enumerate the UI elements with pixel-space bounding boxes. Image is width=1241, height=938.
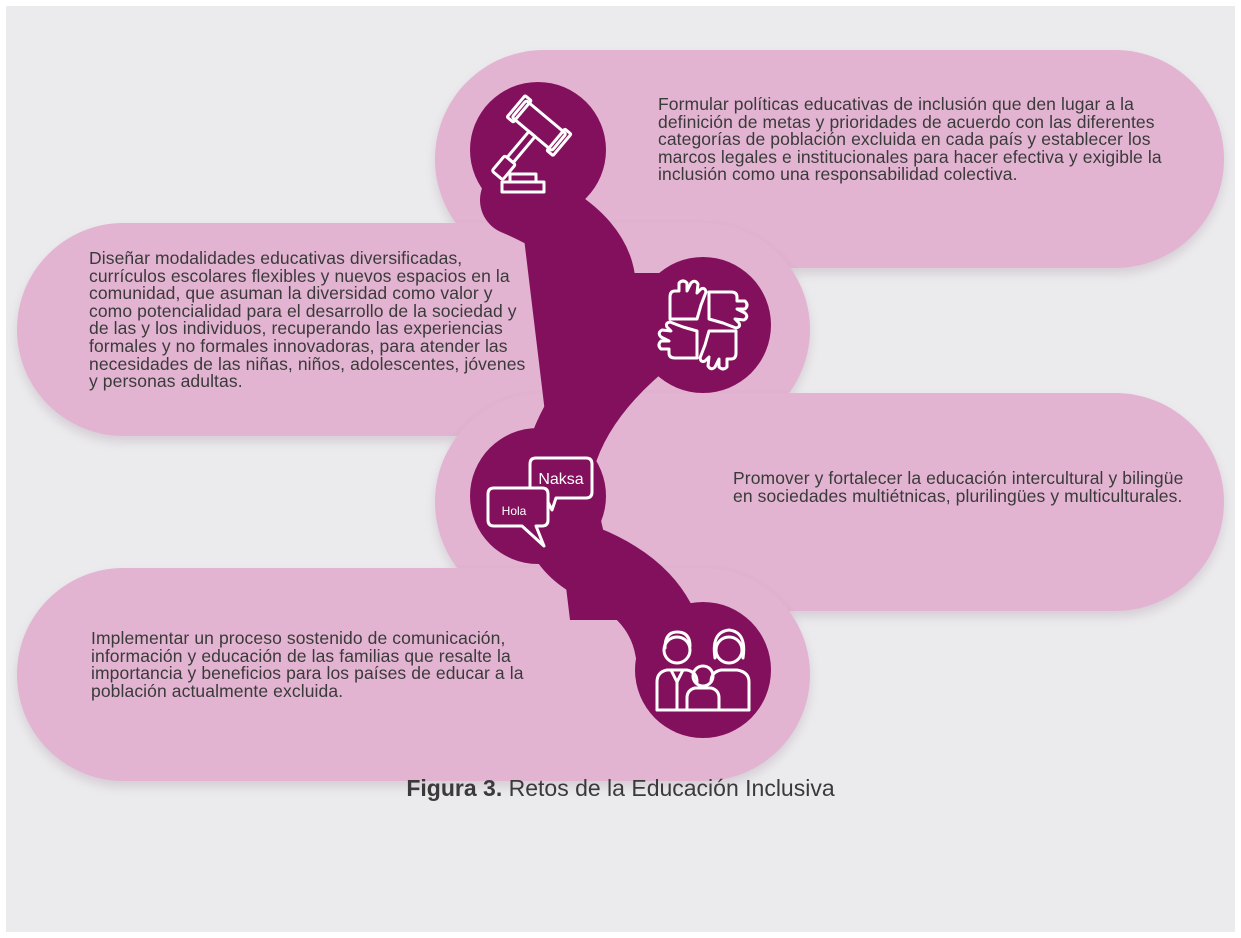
challenge-text-2: Diseñar modalidades educativas diversifi… [89,248,526,392]
caption-text: Retos de la Educación Inclusiva [502,775,835,801]
family-icon [635,602,771,738]
caption-label: Figura 3. [406,775,503,801]
challenge-text-3: Promover y fortalecer la educación inter… [733,468,1184,506]
bubble-word-back: Naksa [538,471,583,488]
gavel-icon [470,82,606,218]
joined-hands-icon [635,257,771,393]
bubble-word-front: Hola [502,504,527,518]
speech-bubbles-icon: Naksa Hola [470,428,606,564]
challenge-text-4: Implementar un proceso sostenido de comu… [91,628,524,701]
figure-caption: Figura 3. Retos de la Educación Inclusiv… [0,775,1241,802]
challenge-text-1: Formular políticas educativas de inclusi… [658,94,1162,185]
